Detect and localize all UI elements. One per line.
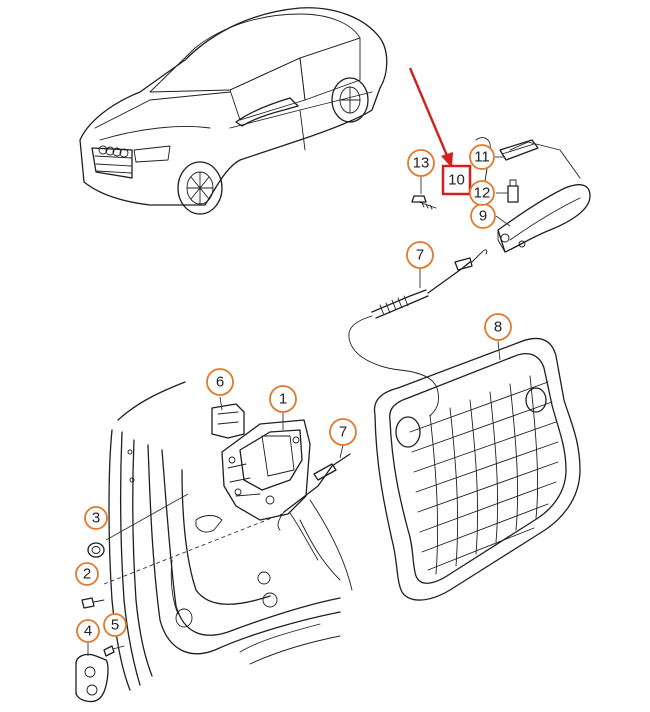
callout-10-label: 10 [448, 172, 465, 189]
bowden-cable-upper [348, 249, 488, 417]
callout-11-label: 11 [474, 149, 490, 166]
car-illustration [79, 7, 388, 215]
outer-handle-assembly [411, 137, 591, 253]
front-wheel [177, 161, 223, 215]
callout-7-lower-label: 7 [339, 424, 347, 441]
door-lock-assembly [211, 403, 351, 531]
callout-4: 4 [76, 619, 100, 643]
rear-wheel [331, 77, 369, 123]
callout-1-label: 1 [279, 391, 287, 408]
callout-1: 1 [269, 385, 297, 413]
callout-3-label: 3 [92, 510, 100, 527]
callout-8-label: 8 [494, 319, 502, 336]
callout-12-label: 12 [474, 185, 491, 202]
callout-12: 12 [469, 180, 495, 206]
leader-lines [87, 156, 511, 656]
callout-2: 2 [75, 562, 99, 586]
callout-5: 5 [103, 613, 127, 637]
callout-13: 13 [407, 149, 435, 177]
pointer-arrow [408, 67, 453, 168]
callout-9-label: 9 [479, 208, 487, 225]
callout-3: 3 [84, 506, 108, 530]
callout-7-upper: 7 [406, 241, 434, 269]
highlight-box [441, 164, 472, 196]
callout-9: 9 [470, 203, 496, 229]
door-trim-seal [373, 337, 581, 601]
callout-6: 6 [206, 368, 234, 396]
callout-8: 8 [484, 313, 512, 341]
callout-5-label: 5 [111, 617, 119, 634]
door-frame [108, 381, 353, 691]
callout-2-label: 2 [83, 566, 91, 583]
callout-13-label: 13 [413, 155, 430, 172]
callout-6-label: 6 [216, 374, 224, 391]
callout-7-upper-label: 7 [416, 247, 424, 264]
fasteners [75, 542, 125, 703]
callout-11: 11 [469, 144, 495, 170]
callout-4-label: 4 [84, 623, 92, 640]
callout-7-lower: 7 [329, 418, 357, 446]
